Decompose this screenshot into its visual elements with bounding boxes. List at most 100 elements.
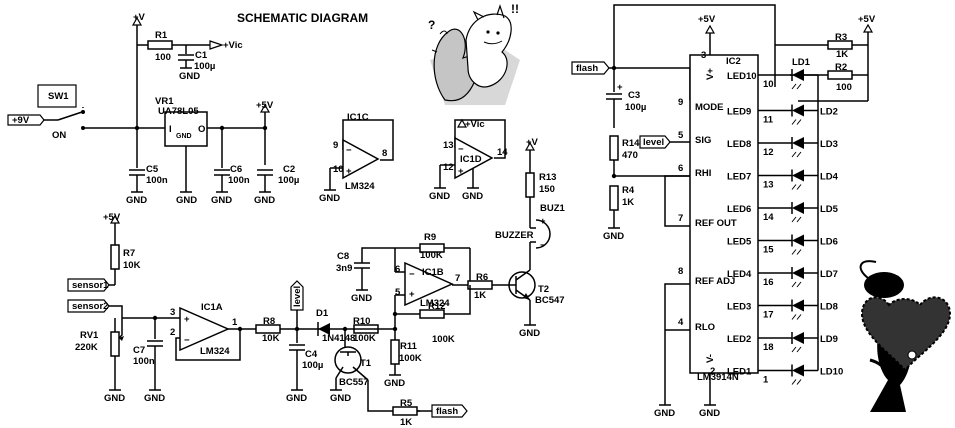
ic2-pin-number: 11: [763, 115, 774, 126]
svg-text:3n9: 3n9: [336, 263, 352, 274]
svg-text:R2: R2: [835, 62, 847, 73]
svg-text:R12: R12: [428, 301, 445, 312]
led-ray: [796, 281, 802, 288]
led-ray: [791, 249, 797, 255]
svg-text:V-: V-: [705, 354, 716, 363]
sensor1-flag: sensor1: [72, 280, 109, 291]
vr1-value: UA78L05: [158, 106, 199, 117]
svg-text:level: level: [643, 137, 664, 148]
ic2-pin-label: LED1: [727, 367, 752, 378]
led-ray: [796, 346, 802, 353]
ic2-pin-label: LED4: [727, 269, 752, 280]
sw1-label: SW1: [48, 91, 69, 102]
svg-text:C7: C7: [133, 345, 145, 356]
svg-text:R9: R9: [424, 232, 436, 243]
svg-text:?: ?: [428, 18, 435, 32]
led-symbol: [792, 69, 804, 81]
ic2-pin-number: 18: [763, 342, 774, 353]
heart-figure-illustration: [859, 260, 952, 412]
led-ray: [791, 119, 797, 125]
led-label: LD7: [820, 269, 838, 280]
svg-text:R10: R10: [353, 316, 370, 327]
svg-text:+: +: [346, 166, 352, 177]
svg-text:7: 7: [678, 213, 683, 224]
svg-text:220K: 220K: [75, 342, 98, 353]
svg-text:13: 13: [443, 140, 454, 151]
svg-text:I: I: [169, 124, 172, 135]
r1-label: R1: [155, 30, 168, 41]
plus9v-label: +9V: [12, 115, 30, 126]
svg-text:1K: 1K: [474, 290, 486, 301]
led-ray: [791, 346, 797, 353]
sensor2-flag: sensor2: [72, 301, 108, 312]
svg-text:10K: 10K: [123, 260, 141, 271]
svg-text:BUZZER: BUZZER: [495, 230, 534, 241]
svg-text:IC2: IC2: [726, 56, 741, 67]
ic1d-opamp: IC1D 13 12 14 − + +Vic GND GND: [429, 119, 508, 202]
plus5v-label-a: +5V: [256, 100, 274, 111]
sensor-input-section: +5V R7 10K sensor1 sensor2 RV1 220K GND …: [67, 212, 180, 404]
svg-text:BC547: BC547: [535, 295, 565, 306]
led-label: LD6: [820, 237, 838, 248]
svg-text:GND: GND: [429, 191, 450, 202]
led-symbol: [792, 169, 804, 182]
svg-text:C2: C2: [283, 164, 295, 175]
svg-text:10K: 10K: [262, 333, 280, 344]
cartoon-illustration: ? !!: [428, 2, 520, 105]
svg-text:LM3914N: LM3914N: [697, 372, 739, 383]
svg-text:−: −: [184, 335, 190, 346]
led-ray: [796, 379, 802, 385]
led-ray: [796, 83, 802, 90]
ic2-pin-label: LED6: [727, 204, 751, 215]
svg-text:GND: GND: [319, 193, 340, 204]
svg-text:−: −: [346, 145, 352, 156]
svg-text:C6: C6: [230, 164, 242, 175]
svg-text:GND: GND: [176, 133, 192, 140]
led-label: LD3: [820, 139, 838, 150]
led-symbol: [792, 364, 804, 377]
ic2-pin-number: 10: [763, 79, 774, 90]
svg-text:100n: 100n: [228, 175, 250, 186]
svg-text:C8: C8: [337, 251, 349, 262]
svg-text:4: 4: [678, 317, 684, 328]
r1-value: 100: [155, 52, 171, 63]
svg-text:GND: GND: [384, 378, 405, 389]
svg-text:8: 8: [678, 266, 683, 277]
svg-text:R7: R7: [123, 248, 135, 259]
svg-text:+: +: [458, 166, 464, 177]
svg-text:+Vic: +Vic: [465, 119, 485, 130]
svg-text:+V: +V: [526, 137, 539, 148]
svg-text:150: 150: [539, 184, 555, 195]
vic-label: +Vic: [223, 40, 243, 51]
svg-text:6: 6: [678, 163, 683, 174]
svg-text:RV1: RV1: [80, 330, 99, 341]
svg-text:R3: R3: [835, 32, 847, 43]
svg-text:!!: !!: [511, 2, 519, 16]
ic2-pin-label: LED5: [727, 237, 752, 248]
led-symbol: [792, 234, 804, 247]
svg-text:3: 3: [701, 50, 706, 61]
ic2-pin-label: LED10: [727, 71, 757, 82]
led-ray: [791, 281, 797, 288]
svg-text:REF ADJ: REF ADJ: [695, 276, 735, 287]
svg-text:RLO: RLO: [695, 322, 715, 333]
svg-text:SIG: SIG: [695, 135, 711, 146]
svg-text:C3: C3: [628, 90, 640, 101]
svg-text:GND: GND: [603, 231, 624, 242]
flash-flag-bottom: flash: [436, 406, 458, 417]
svg-text:14: 14: [497, 147, 508, 158]
lm3914-section: flash + C3 100µ R14 470 R4 1K GND level …: [571, 4, 876, 419]
svg-text:1: 1: [232, 317, 238, 328]
level-detector-section: level C4 100µ GND D1 1N4148 R10 100K T1 …: [286, 280, 468, 428]
ic2-pin-label: LED3: [727, 302, 751, 313]
vplus-label: +V: [133, 12, 146, 23]
svg-text:12: 12: [443, 162, 454, 173]
on-label: ON: [52, 130, 66, 141]
svg-text:GND: GND: [176, 195, 197, 206]
ic2-pin-number: 1: [763, 375, 769, 386]
svg-text:O: O: [198, 124, 205, 135]
svg-text:C4: C4: [305, 349, 318, 360]
svg-text:3: 3: [170, 307, 175, 318]
led-symbol: [792, 299, 804, 312]
svg-text:100K: 100K: [353, 333, 376, 344]
